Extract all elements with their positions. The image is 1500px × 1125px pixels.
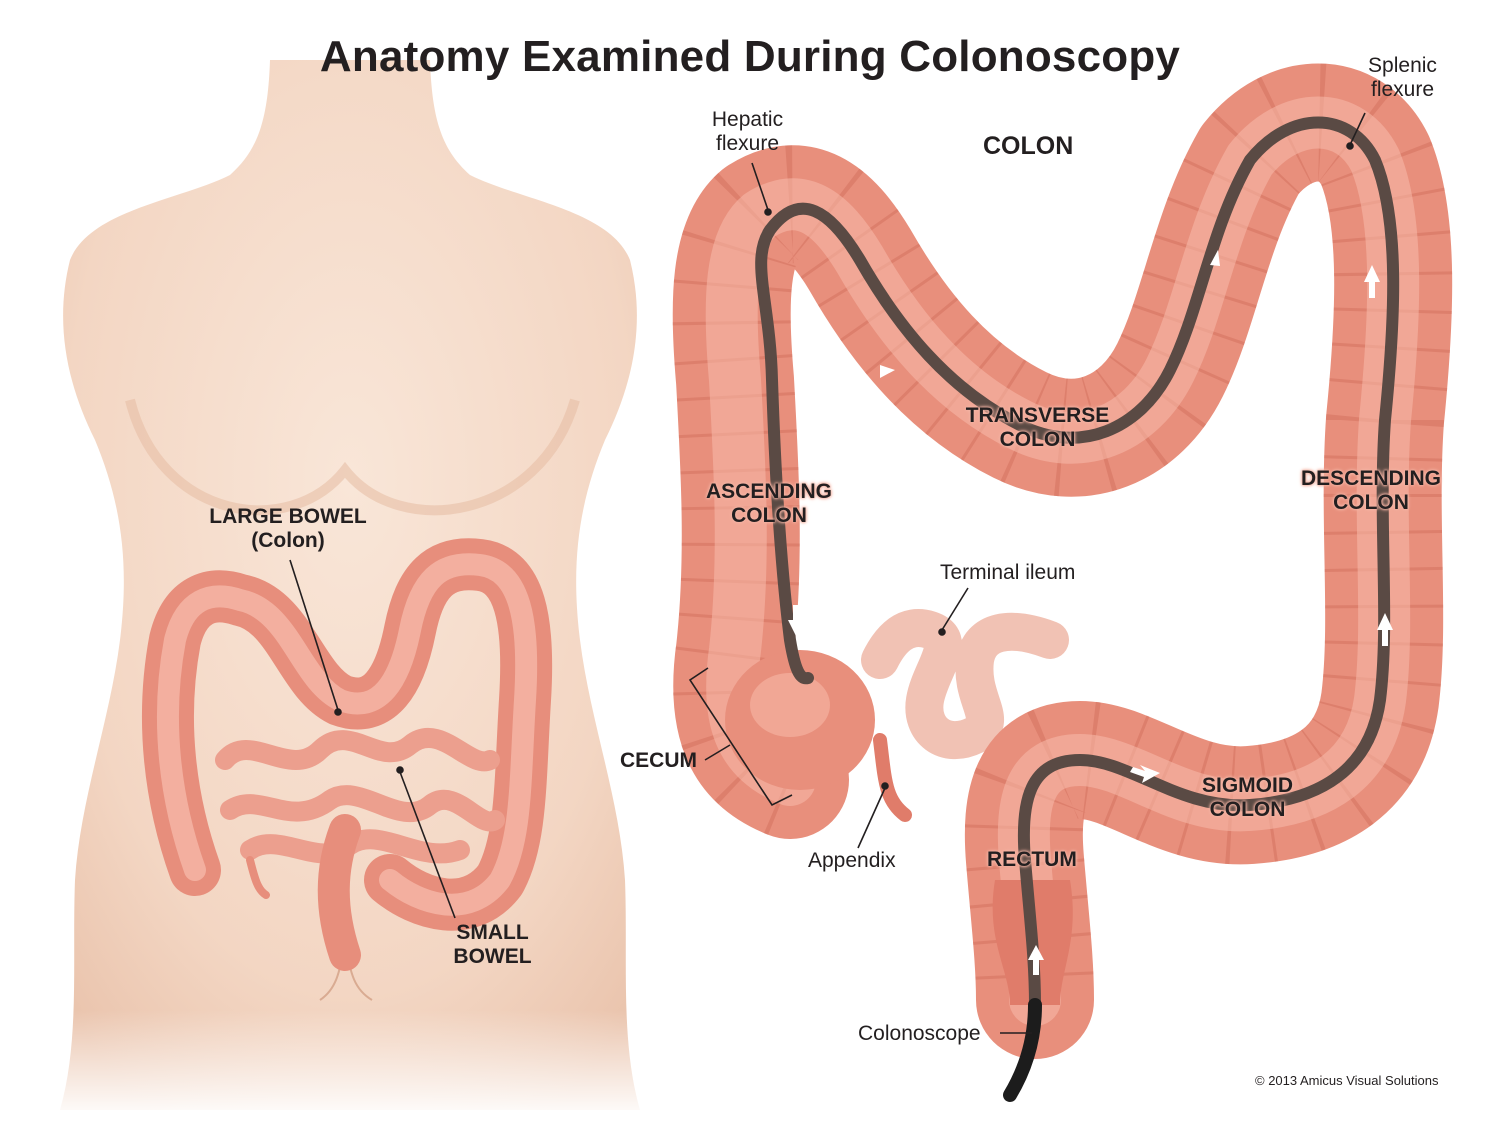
rectum-small	[317, 814, 361, 971]
leader-large-bowel	[289, 559, 339, 711]
cecum-highlight	[750, 673, 830, 737]
colonoscope-tube	[755, 116, 1400, 1011]
label-large-bowel-line1: LARGE BOWEL	[209, 505, 367, 528]
label-terminal-ileum: Terminal ileum	[940, 561, 1076, 584]
colonoscope-external	[1003, 998, 1042, 1102]
label-descending-colon: DESCENDING COLON	[1290, 467, 1452, 515]
leader-hepatic	[751, 162, 769, 211]
label-small-bowel: SMALL BOWEL	[445, 921, 540, 969]
leader-small-bowel	[399, 771, 456, 919]
arrow-rectum	[1028, 945, 1044, 975]
label-transverse-line2: COLON	[999, 428, 1076, 451]
leader-ileum	[941, 587, 969, 631]
leader-splenic-dot	[1346, 142, 1354, 150]
leader-hepatic-dot	[764, 208, 772, 216]
leader-lines	[289, 112, 1366, 1034]
cecum-bracket	[688, 667, 793, 807]
label-splenic-line2: flexure	[1370, 78, 1435, 101]
label-hepatic-line1: Hepatic	[711, 108, 784, 131]
label-transverse-line1: TRANSVERSE	[965, 404, 1110, 427]
arrow-transverse-left	[880, 365, 895, 378]
chest-shading	[125, 398, 580, 516]
label-large-bowel: LARGE BOWEL (Colon)	[196, 505, 380, 553]
label-cecum: CECUM	[620, 749, 697, 772]
label-colonoscope: Colonoscope	[858, 1022, 981, 1045]
appendix	[873, 733, 912, 822]
label-ascending-colon: ASCENDING COLON	[695, 480, 843, 528]
label-ascending-line1: ASCENDING	[705, 480, 832, 503]
label-rectum: RECTUM	[987, 848, 1077, 871]
label-small-bowel-line2: BOWEL	[453, 945, 532, 968]
colon	[672, 63, 1453, 1102]
leader-appendix	[857, 787, 886, 849]
label-hepatic-flexure: Hepatic flexure	[700, 108, 795, 156]
label-splenic-line1: Splenic	[1368, 54, 1437, 77]
leader-splenic	[1349, 112, 1366, 146]
torso-colon-highlight	[156, 553, 538, 916]
leader-small-bowel-dot	[396, 766, 404, 774]
cecum-bracket-tick	[704, 744, 731, 761]
label-sigmoid-line1: SIGMOID	[1201, 774, 1293, 797]
label-small-bowel-line1: SMALL	[456, 921, 529, 944]
label-sigmoid-colon: SIGMOID COLON	[1190, 774, 1305, 822]
label-transverse-colon: TRANSVERSE COLON	[955, 404, 1120, 452]
arrow-descending-upper	[1364, 265, 1380, 298]
arrow-transverse-right	[1210, 250, 1220, 266]
label-hepatic-line2: flexure	[715, 132, 780, 155]
torso-colon	[141, 538, 553, 971]
torso-fade	[40, 1010, 660, 1120]
leader-appendix-dot	[881, 782, 889, 790]
arrow-sigmoid	[1130, 765, 1160, 783]
label-appendix: Appendix	[808, 849, 896, 872]
label-large-bowel-line2: (Colon)	[251, 529, 325, 552]
arrow-descending-lower	[1377, 613, 1393, 646]
label-colon-header: COLON	[983, 132, 1074, 160]
label-descending-line2: COLON	[1333, 491, 1409, 514]
leader-large-bowel-dot	[334, 708, 342, 716]
arrow-ascending	[788, 605, 804, 636]
page-title: Anatomy Examined During Colonoscopy	[319, 32, 1181, 81]
direction-arrows	[788, 250, 1393, 975]
appendix-small	[246, 856, 270, 899]
terminal-ileum	[861, 609, 1069, 759]
label-sigmoid-line2: COLON	[1209, 798, 1286, 821]
copyright-notice: © 2013 Amicus Visual Solutions	[1255, 1073, 1439, 1088]
leader-ileum-dot	[938, 628, 946, 636]
label-splenic-flexure: Splenic flexure	[1355, 54, 1450, 102]
label-descending-line1: DESCENDING	[1300, 467, 1442, 490]
label-ascending-line2: COLON	[731, 504, 807, 527]
